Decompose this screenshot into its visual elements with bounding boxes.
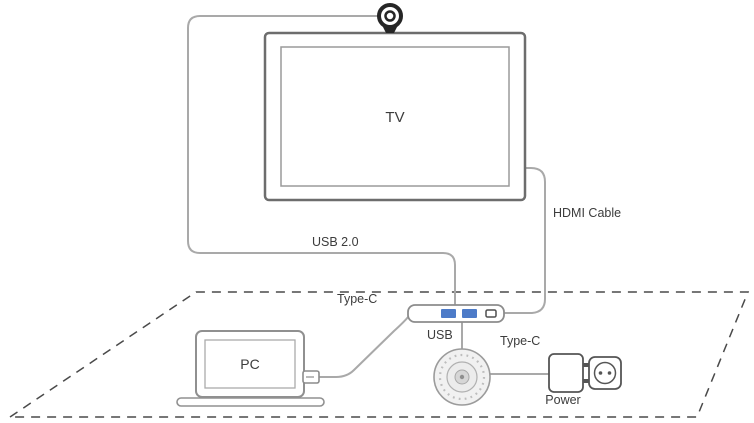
labels: USB 2.0 HDMI Cable Type-C USB Type-C Pow…: [312, 206, 621, 407]
typec-cable-left: [318, 315, 410, 378]
usb-hub: [407, 304, 505, 323]
typec-right-label: Type-C: [500, 334, 540, 348]
speakerphone: [433, 348, 491, 406]
webcam-icon: [377, 3, 403, 33]
power-group: [548, 353, 622, 393]
tv-label: TV: [385, 109, 404, 126]
laptop: PC: [176, 330, 325, 407]
hdmi-label: HDMI Cable: [553, 206, 621, 220]
tv: TV: [263, 31, 527, 202]
power-adapter-icon: [548, 353, 584, 393]
usb-label: USB: [427, 328, 453, 342]
typec-left-label: Type-C: [337, 292, 377, 306]
hdmi-cable: [503, 167, 546, 314]
pc-base: [176, 397, 325, 407]
power-label: Power: [545, 393, 580, 407]
usb-port-2: [462, 309, 477, 318]
cables: [187, 15, 550, 378]
pc-label: PC: [240, 356, 259, 372]
webcam-lens: [384, 10, 396, 22]
table-surface: [7, 291, 750, 418]
hub-small-port: [485, 309, 497, 318]
outlet-hole-right: [607, 371, 612, 375]
speakerphone-grille: [438, 353, 486, 401]
usb2-cable: [187, 15, 456, 306]
table-outline: [7, 291, 750, 418]
outlet-face: [593, 361, 617, 385]
tv-screen: [280, 46, 510, 187]
adapter-prong-bottom: [583, 379, 589, 383]
usb-port-1: [441, 309, 456, 318]
adapter-prong-top: [583, 363, 589, 367]
outlet-hole-left: [598, 371, 603, 375]
usb2-label: USB 2.0: [312, 235, 359, 249]
power-outlet-icon: [588, 356, 622, 390]
pc-screen: [204, 339, 296, 389]
speakerphone-center-dot: [459, 374, 465, 380]
